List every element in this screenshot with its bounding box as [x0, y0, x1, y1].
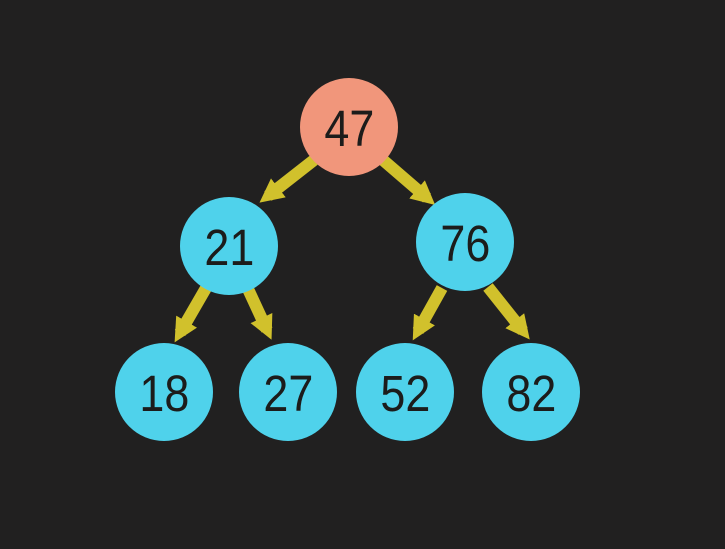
tree-node-82: 82: [482, 343, 580, 441]
tree-node-21: 21: [180, 197, 278, 295]
node-value-76: 76: [440, 214, 490, 272]
node-value-52: 52: [380, 364, 430, 422]
edge-21-27-arrow: [242, 286, 273, 340]
edge-76-82-arrow: [483, 283, 530, 340]
tree-node-18: 18: [115, 343, 213, 441]
edge-47-21-arrow: [259, 155, 318, 203]
edge-21-18-arrow: [174, 284, 212, 343]
edge-76-52-arrow: [412, 285, 448, 341]
node-value-18: 18: [139, 364, 189, 422]
node-value-82: 82: [506, 364, 556, 422]
tree-node-47: 47: [300, 78, 398, 176]
tree-node-27: 27: [239, 343, 337, 441]
node-value-47: 47: [324, 99, 374, 157]
node-value-27: 27: [263, 364, 313, 422]
tree-node-52: 52: [356, 343, 454, 441]
edge-47-76-arrow: [379, 155, 436, 206]
tree-node-76: 76: [416, 193, 514, 291]
node-value-21: 21: [204, 218, 254, 276]
